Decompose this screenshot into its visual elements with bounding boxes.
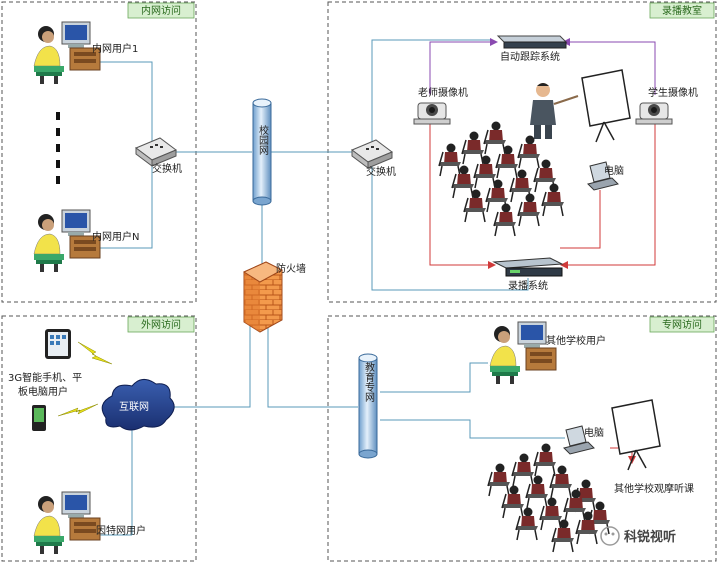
classroom-pc-label: 电脑 (604, 164, 624, 177)
zone-private-header (649, 316, 715, 333)
zone-private-title: 专网访问 (662, 318, 702, 331)
teacher-camera-icon (413, 102, 451, 125)
tracking-control-lines (429, 38, 656, 95)
student-icon (495, 145, 518, 179)
student-icon (525, 475, 548, 509)
classroom-laptop-icon (587, 161, 619, 191)
student-icon (517, 135, 540, 169)
switch-right-label: 交换机 (366, 165, 396, 178)
watermark-text: 科锐视听 (624, 529, 676, 545)
watermark-logo-icon (600, 526, 620, 546)
av-signal-lines (429, 110, 656, 269)
remote-pc-label: 电脑 (584, 426, 604, 439)
switch-left-label: 交换机 (152, 162, 182, 175)
student-icon (575, 511, 598, 545)
zone-intranet-title: 内网访问 (141, 4, 181, 17)
student-icon (541, 183, 564, 217)
student-icon (539, 497, 562, 531)
student-icon (473, 155, 496, 189)
student-icon (517, 193, 540, 227)
recording-system-icon (492, 257, 564, 277)
intranet-user-1-icon (33, 21, 101, 84)
other-school-user-label: 其他学校用户 (546, 334, 606, 347)
smartphone-icon (32, 405, 46, 431)
other-school-user-icon (489, 321, 557, 384)
network-links (98, 39, 565, 536)
zone-extranet-title: 外网访问 (141, 318, 181, 331)
switch-right-icon (351, 139, 393, 169)
student-icon (533, 443, 556, 477)
tablet-icon (45, 329, 71, 359)
auto-tracking-device-icon (496, 35, 568, 49)
student-icon (509, 169, 532, 203)
student-camera-icon (635, 102, 673, 125)
internet-label: 互联网 (119, 401, 149, 413)
student-icon (451, 165, 474, 199)
education-network-pipe-icon (358, 353, 378, 459)
teacher-camera-label: 老师摄像机 (418, 86, 468, 99)
student-icon (483, 121, 506, 155)
student-camera-label: 学生摄像机 (648, 86, 698, 99)
zone-recording-title: 录播教室 (662, 4, 702, 17)
firewall-label: 防火墙 (276, 262, 306, 275)
student-icon (493, 203, 516, 237)
classroom-screen-icon (581, 69, 631, 143)
mobile-users-label-line2: 板电脑用户 (18, 385, 68, 398)
zone-extranet-border (1, 315, 197, 562)
education-network-label: 教育专网 (363, 361, 375, 403)
auto-tracking-label: 自动跟踪系统 (500, 50, 560, 63)
students-group-icon (438, 121, 564, 237)
internet-user-icon (33, 491, 101, 554)
zone-extranet-header (127, 316, 195, 333)
switch-left-icon (135, 137, 177, 167)
recording-system-label: 录播系统 (508, 279, 548, 292)
zone-recording-header (649, 2, 715, 19)
student-icon (501, 485, 524, 519)
intranet-user-n-label: 内网用户N (92, 230, 139, 243)
intranet-user-n-icon (33, 209, 101, 272)
internet-cloud-icon (101, 379, 175, 431)
student-icon (515, 507, 538, 541)
zone-private-border (327, 315, 717, 562)
student-icon (487, 463, 510, 497)
student-icon (563, 489, 586, 523)
student-icon (533, 159, 556, 193)
campus-network-pipe-icon (252, 98, 272, 206)
student-icon (463, 189, 486, 223)
remote-laptop-icon (563, 425, 595, 455)
remote-students-group-icon (487, 443, 610, 553)
student-icon (551, 519, 574, 553)
ellipsis-dots (56, 112, 60, 184)
campus-network-label: 校园网 (257, 124, 269, 156)
student-icon (511, 453, 534, 487)
remote-screen-icon (611, 399, 661, 471)
student-icon (438, 143, 461, 177)
intranet-user-1-label: 内网用户1 (92, 42, 138, 55)
internet-user-label: 因特网用户 (96, 524, 146, 537)
firewall-icon (242, 261, 284, 333)
mobile-users-label-line1: 3G智能手机、平 (8, 371, 82, 384)
student-icon (485, 179, 508, 213)
student-icon (549, 465, 572, 499)
wireless-signal-icon (57, 341, 113, 417)
zone-intranet-header (127, 2, 195, 19)
student-icon (461, 131, 484, 165)
teacher-icon (530, 83, 579, 139)
other-school-observe-label: 其他学校观摩听课 (614, 482, 694, 495)
